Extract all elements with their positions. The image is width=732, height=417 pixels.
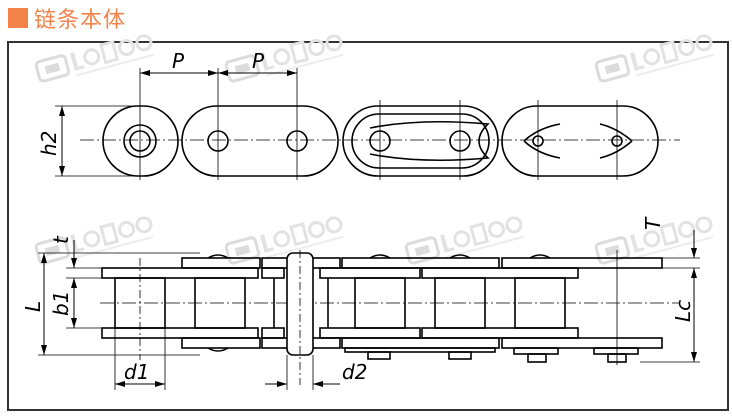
dim-label-p2: P <box>252 49 265 73</box>
watermark-logo <box>403 212 527 270</box>
dim-label-l: L <box>21 301 45 312</box>
chain-top-view <box>55 68 680 180</box>
chain-side-view <box>38 230 700 390</box>
watermark-logo <box>223 212 347 270</box>
watermark-logo <box>33 30 157 88</box>
dim-label-t-connector: T <box>641 216 665 230</box>
dim-label-lc: Lc <box>671 300 695 322</box>
dim-label-d1: d1 <box>124 360 149 384</box>
dim-label-h2: h2 <box>37 131 61 156</box>
drawing-frame <box>7 41 729 411</box>
watermark-logo <box>593 30 717 88</box>
dim-label-p1: P <box>172 49 185 73</box>
dim-label-d2: d2 <box>342 360 367 384</box>
section-title: 链条本体 <box>8 4 127 33</box>
dim-label-t: t <box>49 235 73 244</box>
title-square-icon <box>8 8 28 28</box>
section-title-text: 链条本体 <box>34 8 127 33</box>
watermark-logo <box>223 30 347 88</box>
dim-label-b1: b1 <box>49 291 73 316</box>
